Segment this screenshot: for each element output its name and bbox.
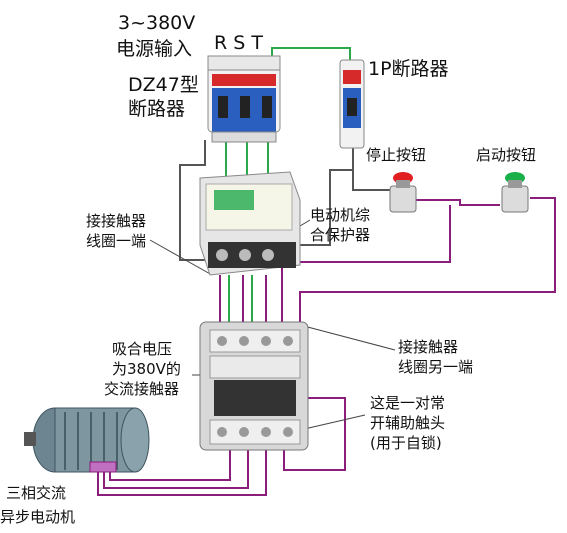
wire-purple-contactor-loop	[281, 205, 451, 325]
coil-end1-label-1: 接接触器	[86, 212, 147, 230]
phases-label: R S T	[214, 32, 263, 54]
leader-coil-end1	[149, 239, 213, 276]
wire-purple-stop-start	[412, 199, 500, 206]
wire-motor-3	[97, 450, 267, 496]
wires	[97, 47, 556, 496]
contactor-label-1: 吸合电压	[112, 340, 173, 358]
ac-contactor	[199, 321, 309, 451]
supply-input-label: 电源输入	[116, 38, 193, 60]
wire-motor-2	[103, 450, 249, 489]
coil-end2-label-2: 线圈另一端	[398, 358, 474, 376]
coil-end1-label-2: 线圈一端	[86, 232, 147, 250]
aux-contact-label-1: 这是一对常	[370, 394, 446, 412]
supply-voltage-label: 3~380V	[118, 12, 196, 34]
start-button-label: 启动按钮	[476, 146, 537, 164]
motor-label-1: 三相交流	[6, 484, 67, 502]
motor-label-2: 异步电动机	[0, 508, 76, 526]
aux-contact-label-3: (用于自锁)	[370, 434, 442, 452]
start-button-device	[501, 172, 529, 213]
wire-green-to-1p	[271, 47, 351, 62]
motor	[24, 407, 150, 473]
wire-purple-start-out	[299, 197, 556, 325]
dz47-name-label: 断路器	[128, 98, 186, 120]
wire-aux-1	[283, 397, 346, 471]
breaker-1p	[339, 59, 365, 149]
protector-label-2: 合保护器	[310, 226, 371, 244]
leader-coil-end2	[299, 324, 396, 351]
contactor-label-3: 交流接触器	[104, 380, 180, 398]
breaker-1p-label: 1P断路器	[368, 58, 449, 80]
aux-contact-label-2: 开辅助触头	[370, 414, 446, 432]
protector-label-1: 电动机综	[310, 206, 371, 224]
wire-gray-right	[292, 169, 353, 246]
wire-gray-1p-stop	[352, 148, 392, 191]
coil-end2-label-1: 接接触器	[398, 338, 459, 356]
dz47-model-label: DZ47型	[128, 74, 199, 96]
contactor-label-2: 为380V的	[112, 360, 181, 378]
motor-protector	[199, 171, 301, 276]
stop-button-label: 停止按钮	[366, 146, 427, 164]
wire-motor-1	[109, 450, 231, 481]
stop-button-device	[389, 172, 417, 213]
leader-aux	[299, 414, 366, 431]
dz47-breaker	[207, 55, 281, 143]
